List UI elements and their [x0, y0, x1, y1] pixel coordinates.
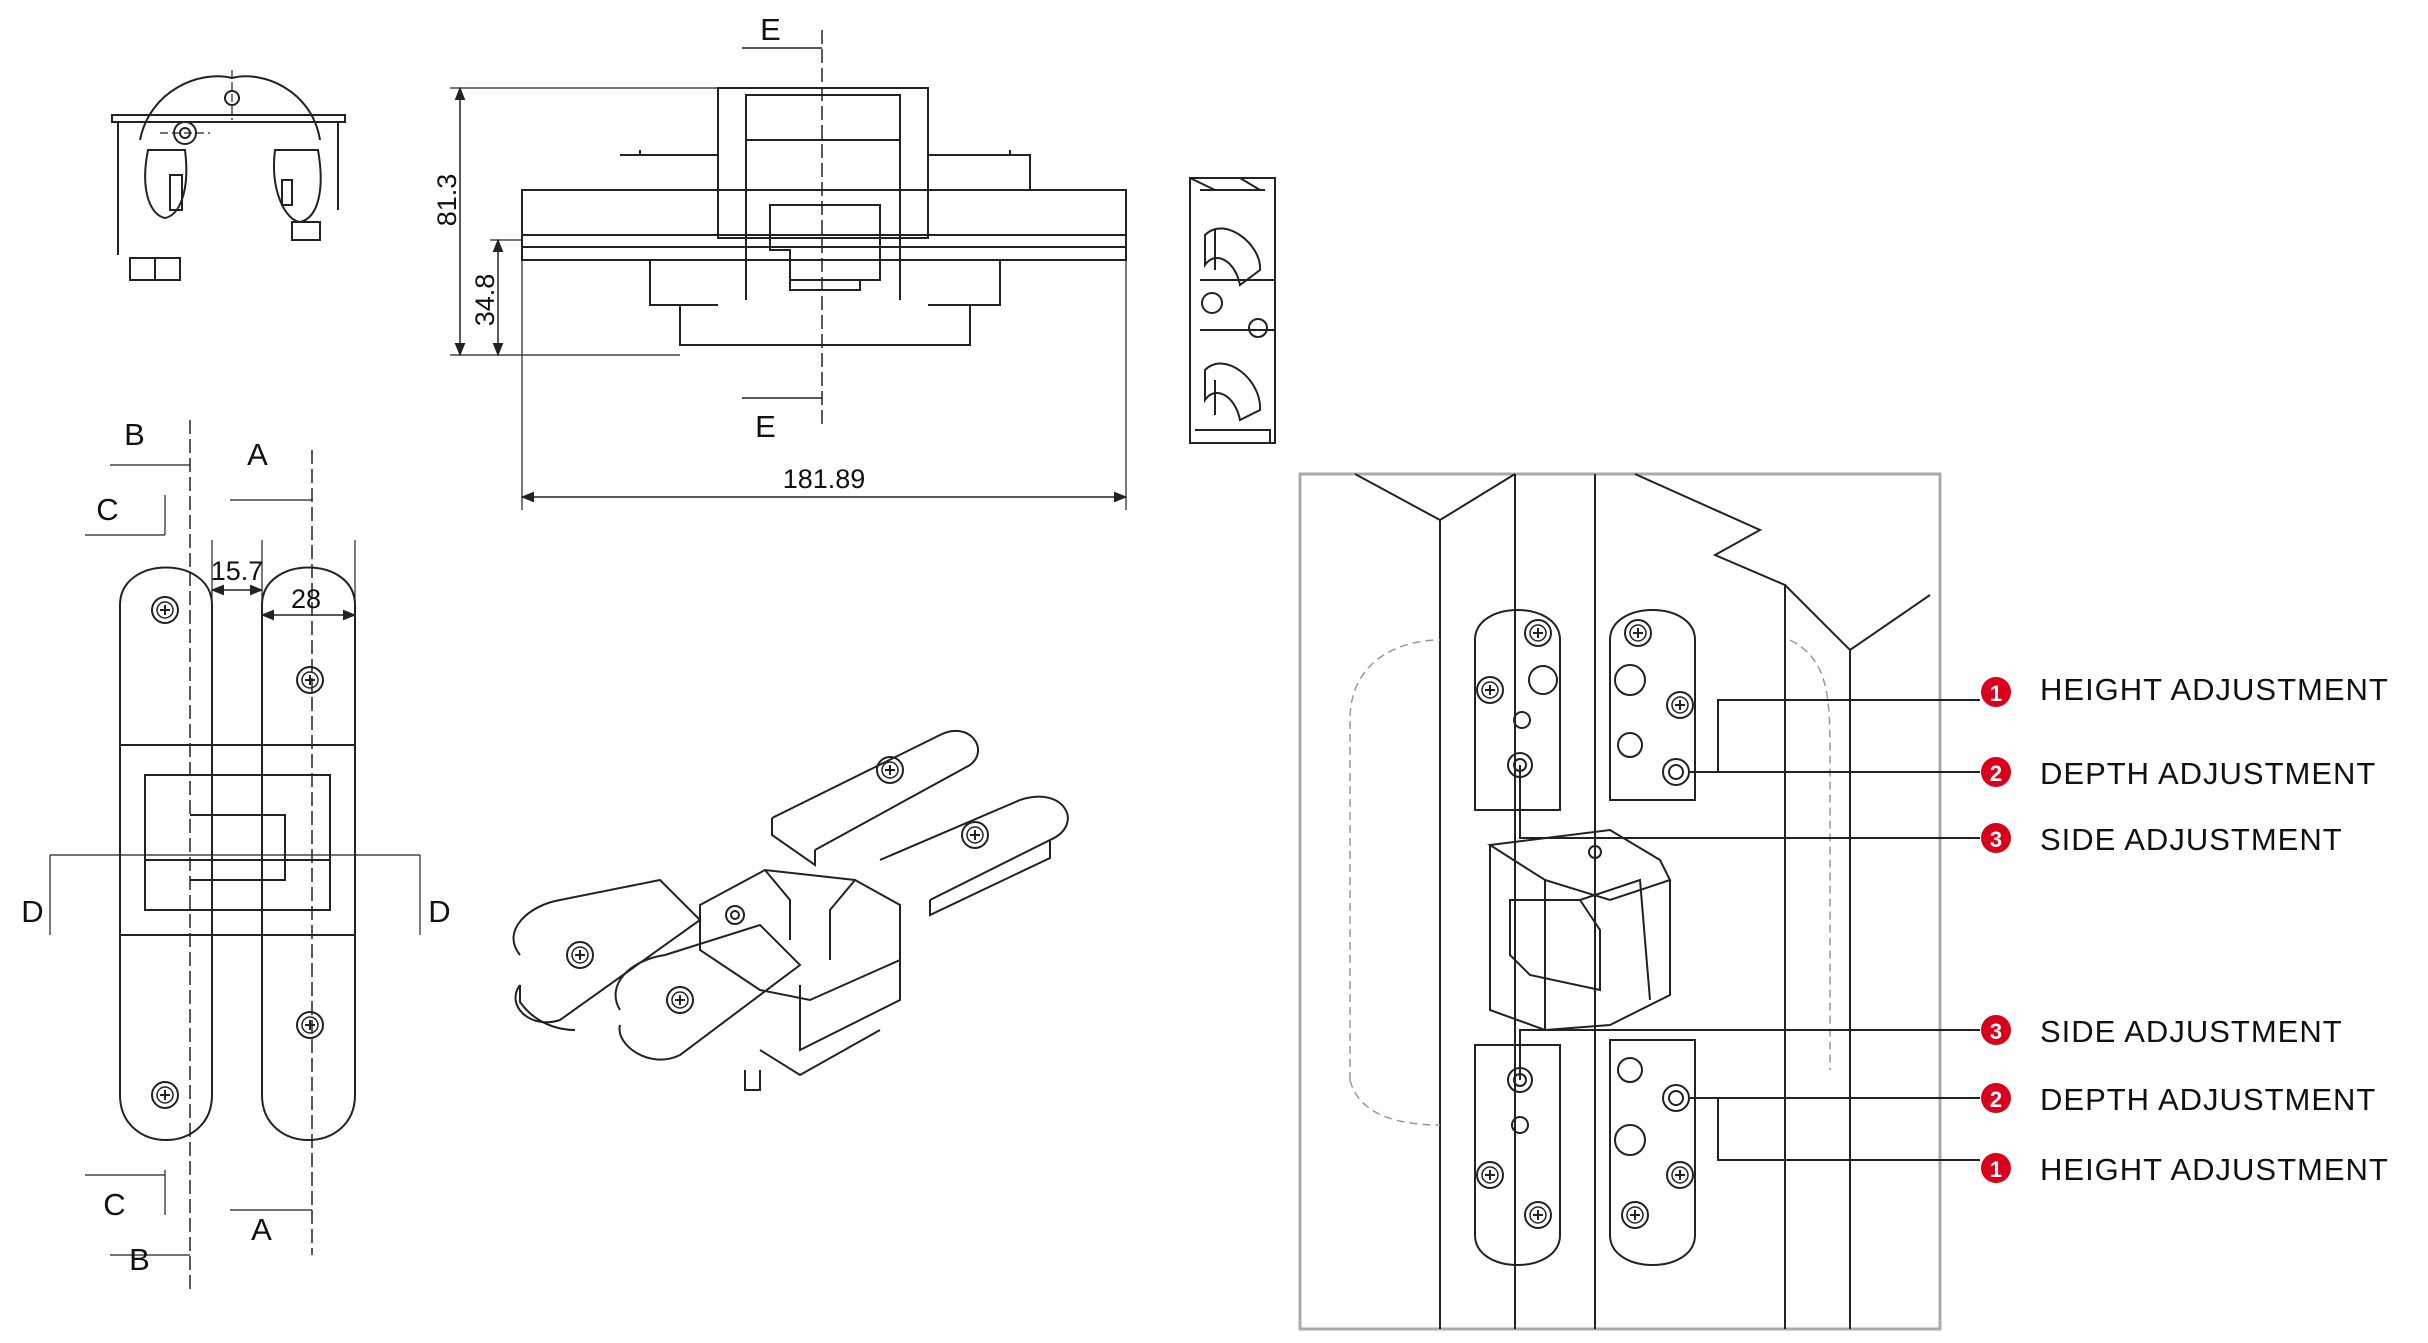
callout-number: 1: [1990, 681, 2002, 706]
callout-number: 3: [1990, 1019, 2002, 1044]
callout-badge: [1981, 677, 2011, 707]
dimension-depth: 34.8: [470, 274, 500, 327]
callout-badge: [1981, 757, 2011, 787]
dimension-leaf-width: 28: [291, 584, 321, 614]
callout-number: 2: [1990, 1087, 2002, 1112]
section-label-a-bottom: A: [251, 1212, 273, 1247]
callout-label: HEIGHT ADJUSTMENT: [2040, 1152, 2389, 1187]
callout-badge: [1981, 823, 2011, 853]
installed-hinge-illustration: [1298, 472, 1942, 1331]
dimension-gap: 15.7: [211, 556, 264, 586]
end-view-top-left: [111, 70, 346, 281]
dimension-width: 181.89: [783, 464, 866, 494]
callout-label: SIDE ADJUSTMENT: [2040, 822, 2343, 857]
side-view: [1189, 177, 1276, 444]
callout-number: 1: [1990, 1157, 2002, 1182]
callout-list: 1 HEIGHT ADJUSTMENT 2 DEPTH ADJUSTMENT 3…: [1981, 672, 2389, 1187]
callout-number: 2: [1990, 761, 2002, 786]
isometric-view: [512, 729, 1069, 1091]
callout-item: 1 HEIGHT ADJUSTMENT: [1981, 1152, 2389, 1187]
section-label-d-right: D: [428, 894, 451, 929]
section-label-a-top: A: [247, 437, 269, 472]
callout-item: 3 SIDE ADJUSTMENT: [1981, 1014, 2343, 1049]
section-label-c-top: C: [96, 492, 119, 527]
callout-badge: [1981, 1083, 2011, 1113]
section-label-c-bottom: C: [103, 1187, 126, 1222]
callout-label: DEPTH ADJUSTMENT: [2040, 756, 2376, 791]
callout-label: DEPTH ADJUSTMENT: [2040, 1082, 2376, 1117]
callout-number: 3: [1990, 827, 2002, 852]
section-label-e-bottom: E: [755, 409, 777, 444]
callout-item: 2 DEPTH ADJUSTMENT: [1981, 1082, 2376, 1117]
callout-item: 2 DEPTH ADJUSTMENT: [1981, 756, 2376, 791]
callout-label: HEIGHT ADJUSTMENT: [2040, 672, 2389, 707]
callout-leaders: [1519, 699, 1980, 1161]
section-label-d-left: D: [21, 894, 44, 929]
top-view: [450, 30, 1128, 510]
section-label-e-top: E: [760, 12, 782, 47]
callout-item: 3 SIDE ADJUSTMENT: [1981, 822, 2343, 857]
dimension-height: 81.3: [432, 174, 462, 227]
callout-badge: [1981, 1153, 2011, 1183]
callout-item: 1 HEIGHT ADJUSTMENT: [1981, 672, 2389, 707]
front-view: [49, 420, 421, 1290]
callout-label: SIDE ADJUSTMENT: [2040, 1014, 2343, 1049]
section-label-b-top: B: [124, 417, 146, 452]
section-label-b-bottom: B: [129, 1242, 151, 1277]
callout-badge: [1981, 1015, 2011, 1045]
